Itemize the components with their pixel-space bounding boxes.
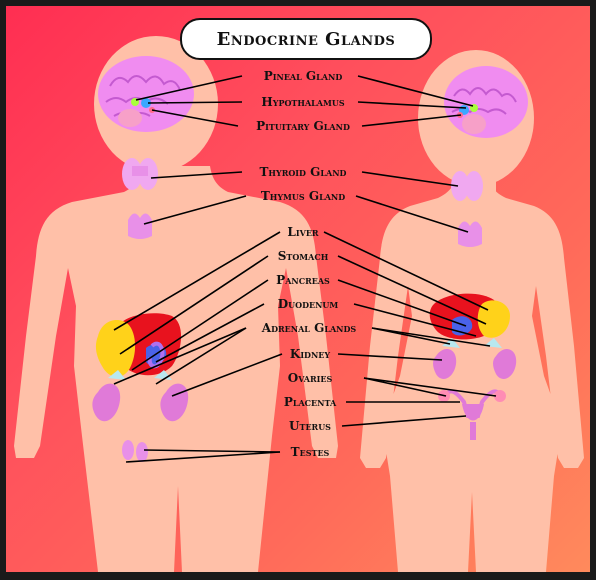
female-brain	[444, 66, 528, 138]
label-thyroid-gland: Thyroid Gland	[259, 165, 347, 179]
male-brain	[98, 56, 194, 132]
male-thymus	[128, 213, 152, 239]
female-uterus-ovaries	[438, 389, 506, 440]
male-body-silhouette	[14, 166, 338, 572]
female-adrenal-left	[442, 338, 460, 348]
diagram-canvas: Endocrine Glands Pineal Gland Hypothalam…	[6, 6, 590, 572]
female-thymus	[458, 221, 482, 247]
label-pancreas: Pancreas	[276, 273, 330, 287]
label-hypothalamus: Hypothalamus	[261, 95, 345, 109]
label-stomach: Stomach	[277, 249, 329, 263]
label-kidney: Kidney	[289, 347, 331, 361]
male-stomach	[95, 320, 136, 377]
male-adrenal-left	[108, 370, 126, 380]
label-ovaries: Ovaries	[287, 371, 333, 385]
male-testes	[122, 440, 148, 462]
leader-lines	[113, 75, 497, 463]
male-kidney-left	[92, 383, 121, 422]
label-pituitary-gland: Pituitary Gland	[256, 119, 350, 133]
endocrine-diagram	[14, 36, 584, 572]
label-adrenal-glands: Adrenal Glands	[261, 321, 357, 335]
male-thyroid	[122, 158, 158, 190]
label-pineal-gland: Pineal Gland	[263, 69, 343, 83]
male-duodenum	[147, 341, 165, 369]
label-testes: Testes	[290, 445, 330, 459]
page-title: Endocrine Glands	[180, 18, 432, 60]
label-placenta: Placenta	[283, 395, 337, 409]
female-ovary-right	[494, 390, 506, 402]
label-duodenum: Duodenum	[277, 297, 339, 311]
male-hypothalamus	[141, 98, 151, 108]
female-kidney-left	[433, 349, 457, 379]
label-liver: Liver	[287, 225, 319, 239]
female-kidney-right	[493, 349, 517, 379]
female-thyroid	[451, 171, 483, 201]
label-thymus-gland: Thymus Gland	[260, 189, 346, 203]
label-uterus: Uterus	[289, 419, 331, 433]
